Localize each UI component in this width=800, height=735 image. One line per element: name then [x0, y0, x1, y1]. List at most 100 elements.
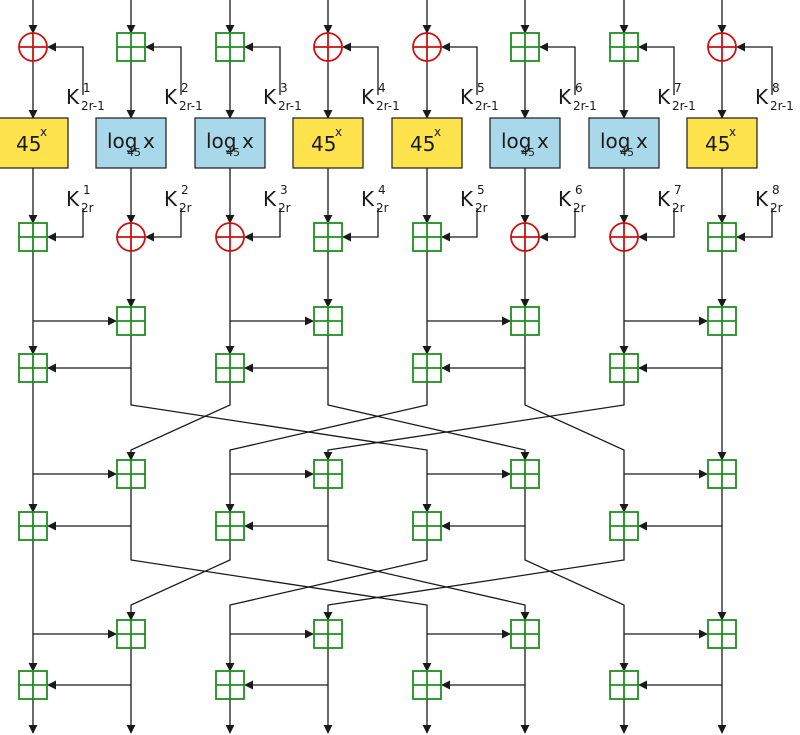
pht2-b-branch-wire	[441, 488, 526, 531]
key-index: 7	[674, 183, 682, 197]
perm2-wire	[327, 526, 526, 610]
key2-xor-node	[510, 222, 540, 252]
key-index: 1	[83, 183, 91, 197]
key1-feed-wire	[441, 42, 478, 95]
pht2-b-branch-wire	[638, 488, 723, 531]
log-prefix: log	[107, 129, 138, 153]
wires-layer	[28, 0, 773, 734]
key-index: 5	[477, 183, 485, 197]
key-letter: K	[657, 187, 671, 211]
key1-add-node	[215, 32, 245, 62]
key-index: 8	[772, 81, 780, 95]
key-letter: K	[66, 187, 80, 211]
key-letter: K	[361, 187, 375, 211]
key-index: 8	[772, 183, 780, 197]
pht2-add-node	[510, 459, 540, 489]
key2-label: K	[164, 187, 178, 211]
key-subscript: 2r-1	[179, 99, 203, 113]
pht2-add-node	[215, 511, 245, 541]
exp-base: 45	[410, 132, 435, 156]
key1-feed-wire	[342, 42, 379, 95]
key-subscript: 2r	[573, 201, 586, 215]
pht2-add-node	[707, 459, 737, 489]
key2-feed-wire	[539, 208, 576, 242]
key2-label: K	[558, 187, 572, 211]
pht1-add-node	[116, 306, 146, 336]
pht3-add-node	[313, 619, 343, 649]
key1-label: K	[657, 85, 671, 109]
perm1-wire	[524, 368, 625, 455]
exp-box: 45x	[292, 117, 364, 169]
log-base: 45	[521, 146, 535, 159]
key2-add-node	[707, 222, 737, 252]
exp-box-rect	[292, 117, 364, 169]
key-subscript: 2r-1	[81, 99, 105, 113]
pht3-add-node	[609, 670, 639, 700]
key1-add-node	[116, 32, 146, 62]
key-subscript: 2r	[376, 201, 389, 215]
key2-feed-wire	[47, 208, 84, 242]
key-subscript: 2r	[278, 201, 291, 215]
key-subscript: 2r	[475, 201, 488, 215]
key2-add-node	[412, 222, 442, 252]
key-subscript: 2r-1	[278, 99, 302, 113]
key2-feed-wire	[145, 208, 182, 242]
key2-label: K	[755, 187, 769, 211]
pht1-add-node	[215, 353, 245, 383]
log-prefix: log	[501, 129, 532, 153]
pht2-b-branch-wire	[47, 488, 132, 531]
key-index: 2	[181, 183, 189, 197]
pht1-b-branch-wire	[244, 335, 329, 373]
key1-feed-wire	[539, 42, 576, 95]
exp-base: 45	[705, 132, 730, 156]
exp-base: 45	[311, 132, 336, 156]
log-box-rect	[194, 117, 266, 169]
key-letter: K	[164, 85, 178, 109]
log-arg: x	[143, 129, 155, 153]
pht3-b-branch-wire	[47, 648, 132, 690]
key-index: 1	[83, 81, 91, 95]
pht1-add-node	[510, 306, 540, 336]
key1-xor-node	[707, 32, 737, 62]
key-subscript: 2r-1	[573, 99, 597, 113]
key2-feed-wire	[736, 208, 773, 242]
key-subscript: 2r-1	[770, 99, 794, 113]
key1-feed-wire	[145, 42, 182, 95]
key-index: 3	[280, 81, 288, 95]
key-subscript: 2r-1	[475, 99, 499, 113]
key-letter: K	[558, 187, 572, 211]
pht1-add-node	[18, 353, 48, 383]
exp-power: x	[434, 125, 441, 139]
log-prefix: log	[206, 129, 237, 153]
key-index: 6	[575, 183, 583, 197]
exp-box: 45x	[0, 117, 69, 169]
key1-label: K	[558, 85, 572, 109]
pht3-add-node	[707, 619, 737, 649]
key1-label: K	[164, 85, 178, 109]
key1-feed-wire	[638, 42, 675, 95]
key1-add-node	[609, 32, 639, 62]
key-letter: K	[558, 85, 572, 109]
key-letter: K	[66, 85, 80, 109]
key2-add-node	[313, 222, 343, 252]
key-letter: K	[263, 187, 277, 211]
pht3-b-branch-wire	[638, 648, 723, 690]
key-letter: K	[755, 85, 769, 109]
key-letter: K	[164, 187, 178, 211]
key1-feed-wire	[736, 42, 773, 95]
pht3-add-node	[412, 670, 442, 700]
pht1-add-node	[313, 306, 343, 336]
pht2-add-node	[313, 459, 343, 489]
pht2-add-node	[412, 511, 442, 541]
pht1-b-branch-wire	[47, 335, 132, 373]
pht1-b-branch-wire	[638, 335, 723, 373]
pht3-add-node	[116, 619, 146, 649]
perm1-wire	[327, 382, 625, 455]
log-box-rect	[95, 117, 167, 169]
pht1-add-node	[412, 353, 442, 383]
exp-box: 45x	[391, 117, 463, 169]
key2-add-node	[18, 222, 48, 252]
